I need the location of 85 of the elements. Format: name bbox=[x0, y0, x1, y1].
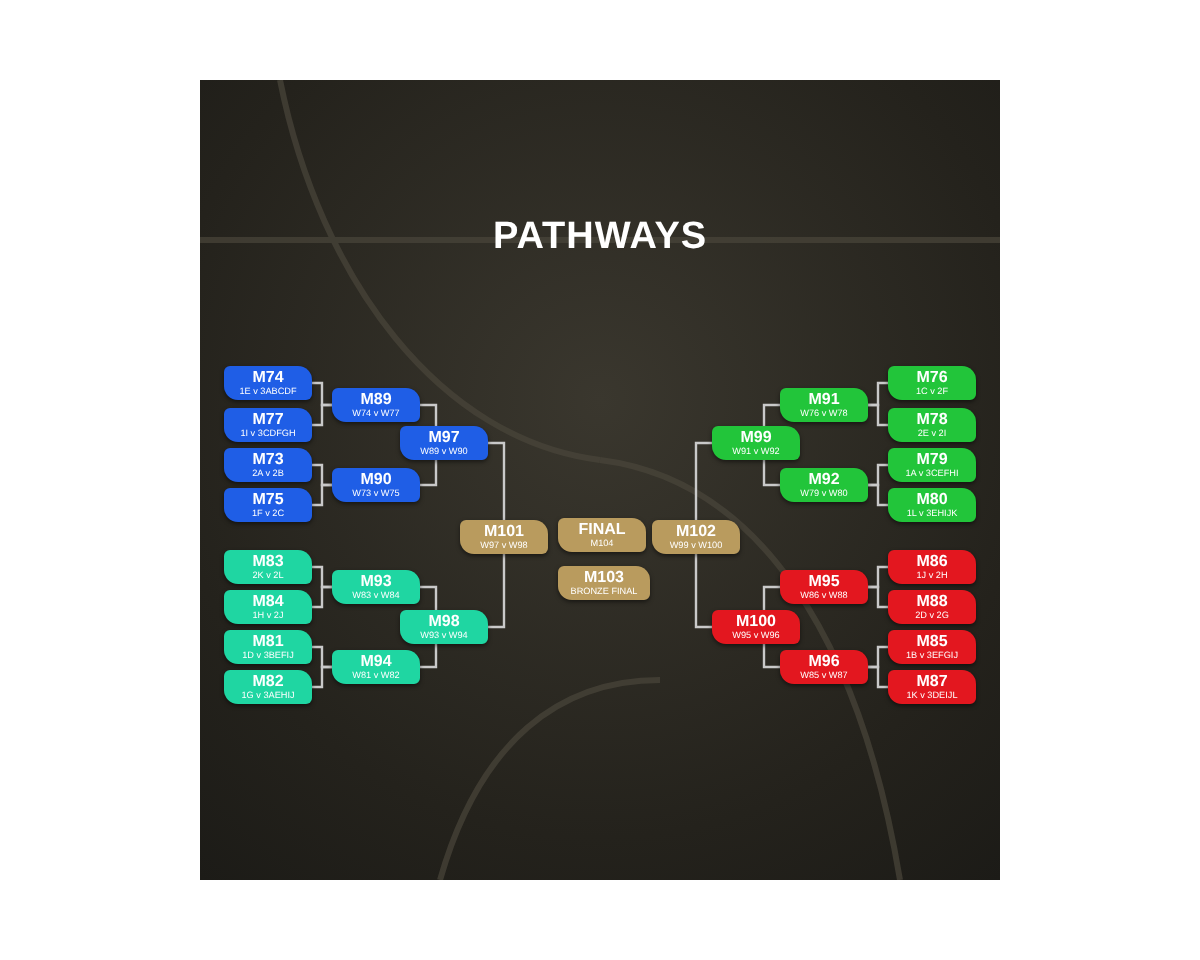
match-box bbox=[888, 630, 976, 664]
bracket-line bbox=[868, 665, 888, 689]
bracket-line bbox=[312, 585, 332, 609]
bracket-line bbox=[312, 483, 332, 507]
match-number: M94 bbox=[360, 653, 392, 670]
match-number: M77 bbox=[252, 411, 284, 428]
match-number: M102 bbox=[675, 523, 716, 540]
match-box bbox=[888, 590, 976, 624]
match-number: FINAL bbox=[578, 521, 626, 538]
match-box bbox=[224, 448, 312, 482]
match-number: M98 bbox=[428, 613, 460, 630]
match-number: M83 bbox=[252, 553, 284, 570]
match-number: M88 bbox=[916, 593, 948, 610]
bracket-line bbox=[762, 460, 780, 487]
match-number: M76 bbox=[916, 369, 948, 386]
bracket-line bbox=[312, 665, 332, 689]
match-number: M74 bbox=[252, 369, 284, 386]
match-box bbox=[712, 426, 800, 460]
title: PATHWAYS bbox=[490, 216, 710, 260]
bracket-line bbox=[868, 483, 888, 507]
bracket-line bbox=[488, 441, 506, 520]
match-box bbox=[224, 630, 312, 664]
bracket-line bbox=[420, 403, 438, 426]
match-number: M90 bbox=[360, 471, 392, 488]
match-box bbox=[888, 448, 976, 482]
match-box bbox=[224, 590, 312, 624]
bracket-line bbox=[420, 460, 438, 487]
bracket-line bbox=[694, 441, 712, 520]
match-number: M103 bbox=[583, 569, 624, 586]
match-number: M75 bbox=[252, 491, 284, 508]
match-box bbox=[888, 366, 976, 400]
bracket-line bbox=[420, 585, 438, 610]
match-number: M86 bbox=[916, 553, 948, 570]
match-box bbox=[400, 610, 488, 644]
match-box bbox=[888, 408, 976, 442]
match-box bbox=[224, 488, 312, 522]
match-box bbox=[224, 366, 312, 400]
match-number: M100 bbox=[735, 613, 776, 630]
match-box bbox=[332, 570, 420, 604]
match-number: M95 bbox=[808, 573, 840, 590]
match-box bbox=[224, 670, 312, 704]
match-number: M85 bbox=[916, 633, 948, 650]
match-box bbox=[712, 610, 800, 644]
match-box bbox=[332, 468, 420, 502]
match-number: M80 bbox=[916, 491, 948, 508]
match-number: M89 bbox=[360, 391, 392, 408]
match-box bbox=[780, 468, 868, 502]
match-box bbox=[400, 426, 488, 460]
match-box bbox=[332, 388, 420, 422]
match-box bbox=[780, 570, 868, 604]
match-number: M97 bbox=[428, 429, 460, 446]
match-number: M92 bbox=[808, 471, 840, 488]
bracket-line bbox=[762, 644, 780, 669]
bracket-line bbox=[762, 403, 780, 426]
bracket-line bbox=[868, 403, 888, 427]
bracket-line bbox=[868, 585, 888, 609]
match-box bbox=[224, 408, 312, 442]
match-number: M84 bbox=[252, 593, 284, 610]
match-number: M91 bbox=[808, 391, 840, 408]
match-box bbox=[780, 650, 868, 684]
bracket-line bbox=[420, 644, 438, 669]
match-box bbox=[888, 670, 976, 704]
match-number: M78 bbox=[916, 411, 948, 428]
match-box bbox=[558, 566, 650, 600]
match-number: M101 bbox=[483, 523, 524, 540]
match-number: M93 bbox=[360, 573, 392, 590]
match-box bbox=[332, 650, 420, 684]
match-number: M96 bbox=[808, 653, 840, 670]
bracket-line bbox=[694, 554, 712, 629]
match-box bbox=[652, 520, 740, 554]
match-box bbox=[780, 388, 868, 422]
match-box bbox=[558, 518, 646, 552]
bracket-line bbox=[762, 585, 780, 610]
match-box bbox=[224, 550, 312, 584]
match-number: M99 bbox=[740, 429, 772, 446]
match-number: M79 bbox=[916, 451, 948, 468]
bracket-line bbox=[488, 554, 506, 629]
match-number: M87 bbox=[916, 673, 948, 690]
match-number: M73 bbox=[252, 451, 284, 468]
match-number: M81 bbox=[252, 633, 284, 650]
bracket-line bbox=[312, 403, 332, 427]
match-box bbox=[888, 550, 976, 584]
match-box bbox=[460, 520, 548, 554]
match-box bbox=[888, 488, 976, 522]
match-number: M82 bbox=[252, 673, 284, 690]
